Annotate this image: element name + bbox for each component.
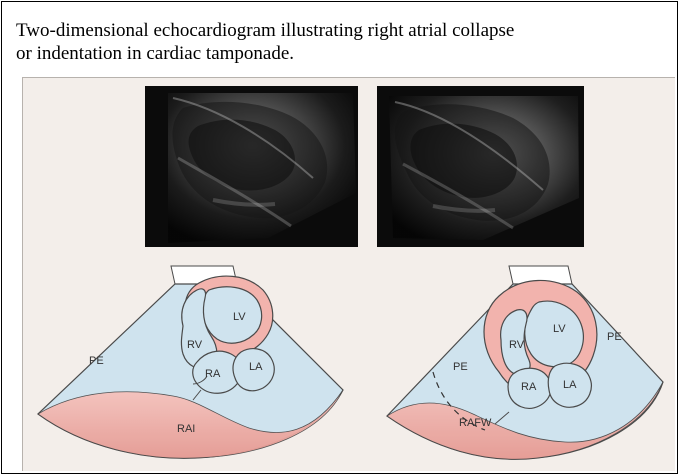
label-pe-right-left: PE — [453, 361, 468, 373]
figure-caption: Two-dimensional echocardiogram illustrat… — [16, 19, 666, 65]
label-lv-left: LV — [233, 311, 246, 323]
echocardiogram-image-right — [377, 86, 584, 247]
label-ra-left: RA — [205, 368, 221, 380]
caption-line-2: or indentation in cardiac tamponade. — [16, 42, 666, 65]
schematic-right: PE PE RV LV RA LA RAFW — [387, 266, 663, 459]
label-la-left: LA — [249, 361, 263, 373]
label-rafw: RAFW — [459, 417, 492, 429]
figure-illustration: PE RV LV RA LA RAI PE PE RV LV RA LA RAF… — [23, 78, 676, 472]
caption-line-1: Two-dimensional echocardiogram illustrat… — [16, 19, 666, 42]
label-lv-right: LV — [553, 323, 566, 335]
label-rai: RAI — [177, 423, 195, 435]
label-rv-right: RV — [509, 339, 525, 351]
label-pe-right-right: PE — [607, 331, 622, 343]
label-ra-right: RA — [521, 381, 537, 393]
echocardiogram-image-left — [145, 86, 358, 247]
schematic-left: PE RV LV RA LA RAI — [38, 266, 343, 458]
label-rv-left: RV — [187, 339, 203, 351]
label-la-right: LA — [563, 379, 577, 391]
figure-panel: PE RV LV RA LA RAI PE PE RV LV RA LA RAF… — [22, 77, 675, 471]
label-pe-left: PE — [89, 355, 104, 367]
